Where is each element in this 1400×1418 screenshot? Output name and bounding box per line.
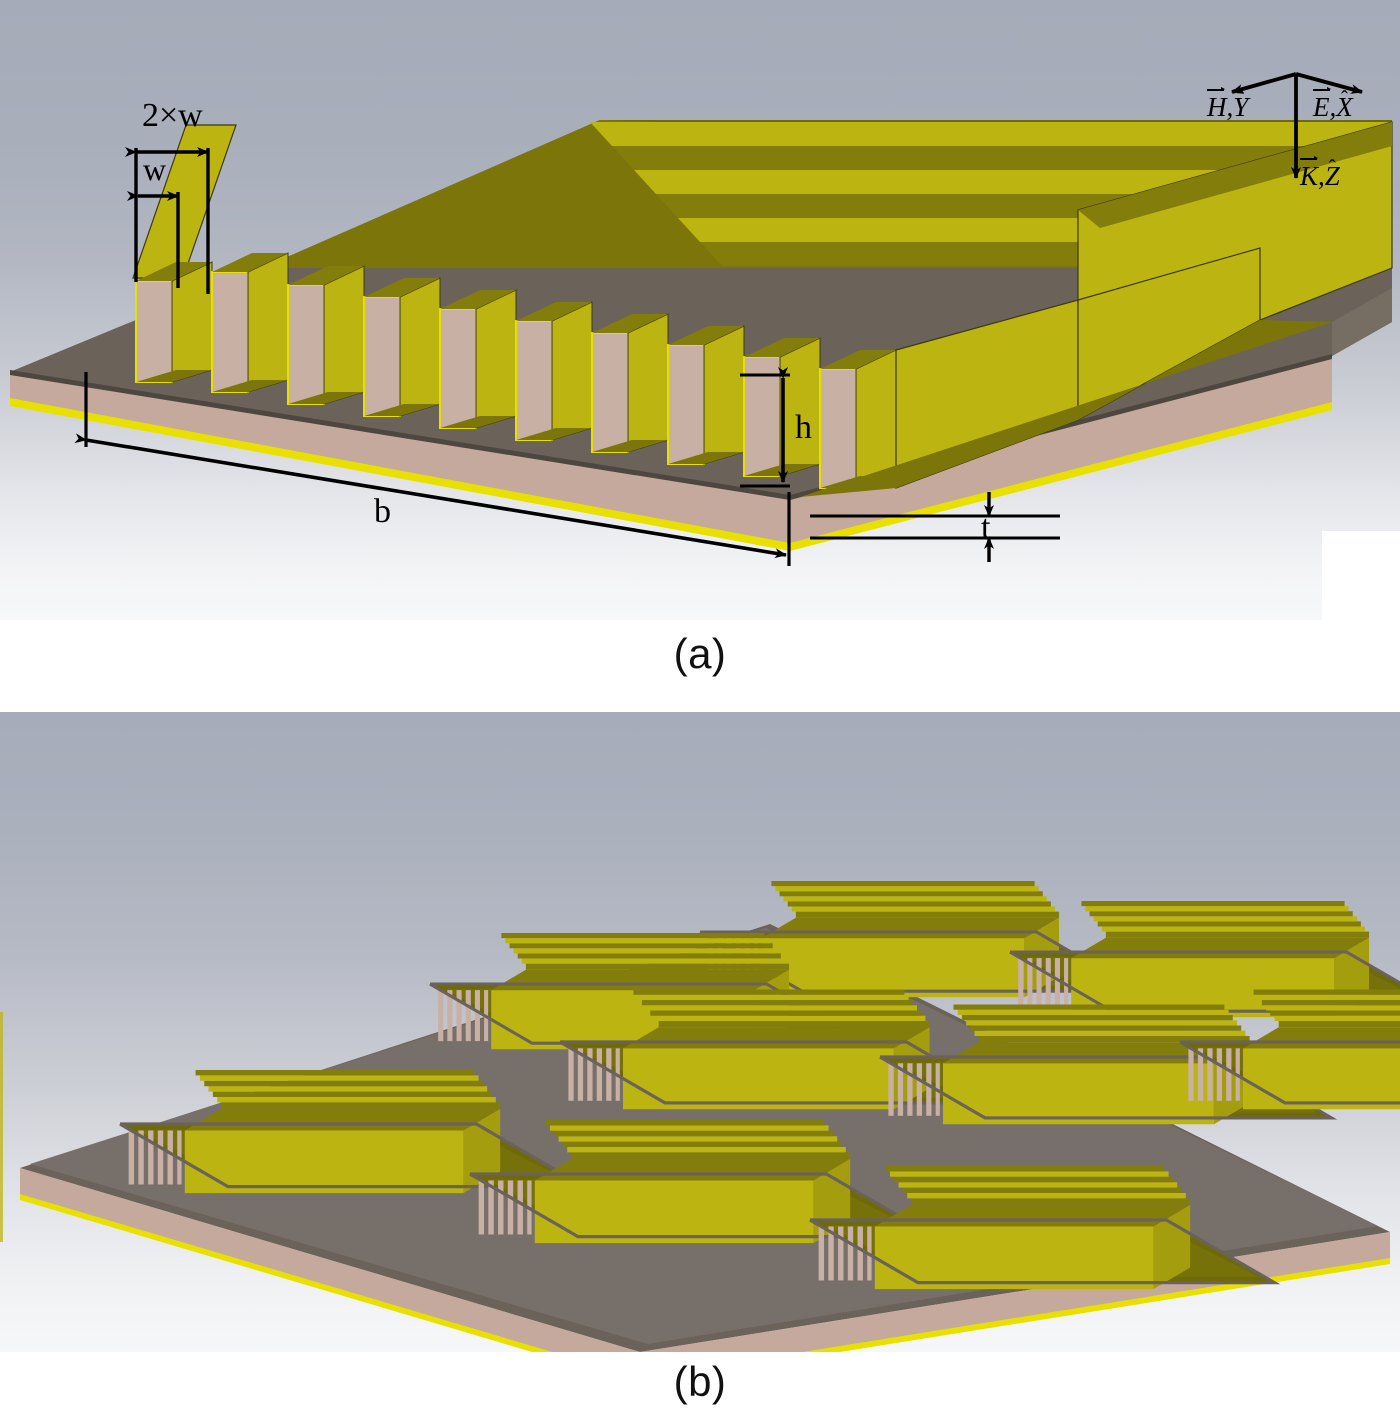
axis-h-unit: ̂Y bbox=[1233, 92, 1249, 122]
axis-triad bbox=[1231, 72, 1363, 179]
axis-label-h: H,̂Y bbox=[1207, 86, 1249, 122]
panel-a-unit-cell: 2×w w h b t H,̂Y E,̂X K,̂Z bbox=[0, 0, 1400, 620]
left-edge-artifact bbox=[0, 1012, 3, 1242]
axis-k-vector: K bbox=[1300, 155, 1318, 190]
axis-label-e: E,̂X bbox=[1313, 86, 1353, 122]
dimension-lines bbox=[74, 147, 1060, 566]
dimension-label-thickness: t bbox=[981, 509, 991, 546]
dimension-label-base: b bbox=[374, 493, 391, 530]
axis-h-vector: H bbox=[1207, 86, 1227, 121]
fin-slots bbox=[135, 252, 897, 489]
panel-b-drawing bbox=[0, 879, 1400, 1352]
panel-a-drawing bbox=[10, 72, 1393, 566]
axis-e-vector: E bbox=[1313, 86, 1331, 121]
watermark-mask-a bbox=[1322, 531, 1400, 620]
axis-e-unit: ̂X bbox=[1336, 92, 1353, 122]
panel-b-caption-strip bbox=[0, 1352, 1400, 1418]
axis-label-k: K,̂Z bbox=[1300, 155, 1340, 191]
dimension-label-width: w bbox=[143, 151, 167, 187]
dimension-label-pitch: 2×w bbox=[142, 97, 203, 134]
axis-k-unit: ̂Z bbox=[1324, 161, 1340, 191]
caption-a: (a) bbox=[673, 630, 727, 677]
dimension-label-height: h bbox=[795, 409, 812, 446]
caption-b: (b) bbox=[673, 1358, 727, 1405]
panel-b-array bbox=[0, 712, 1400, 1352]
panel-a-caption-strip bbox=[0, 620, 1400, 712]
fin-geometry bbox=[135, 120, 1393, 497]
